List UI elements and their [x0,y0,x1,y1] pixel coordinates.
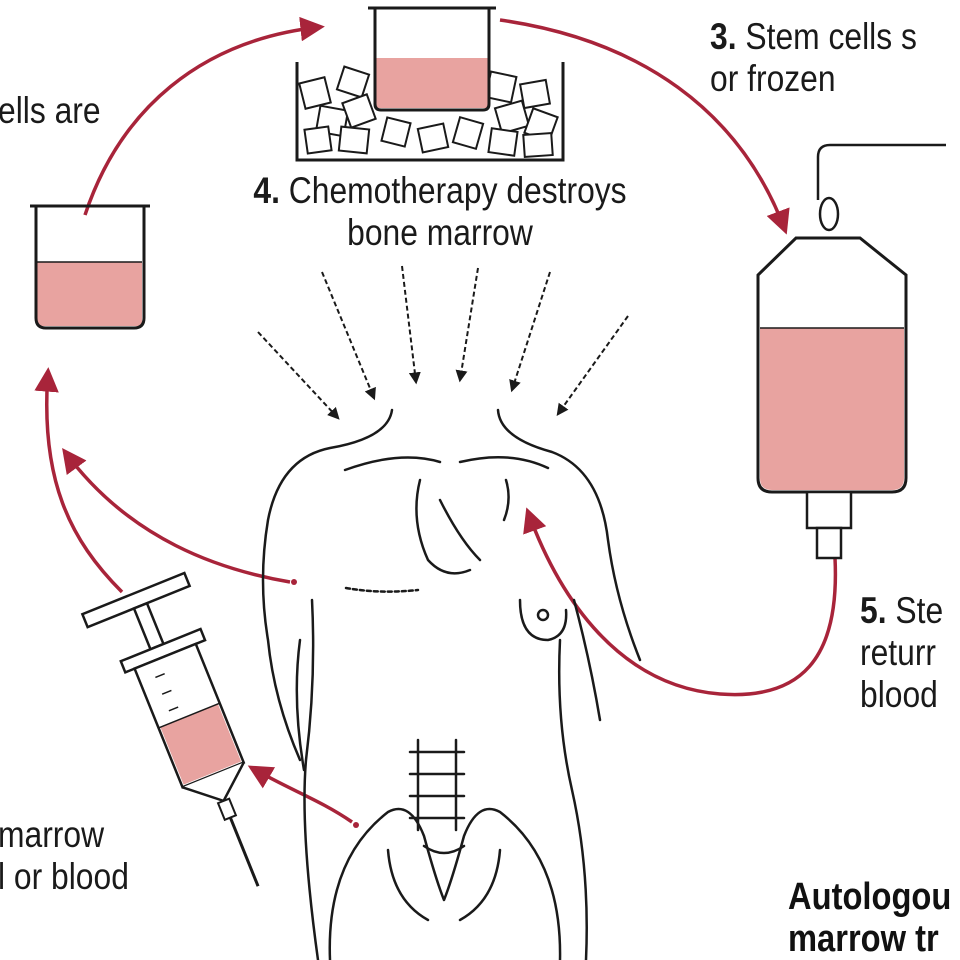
chemo-ray-arrow-icon [257,331,340,420]
step4-label: 4. Chemotherapy destroys bone marrow [191,170,690,254]
step1-label: marrow l or blood [0,814,129,898]
arrow-up-to-beaker [34,367,124,594]
step5-line1: Ste [895,590,944,631]
step5-line2: returr [860,632,937,673]
chemo-ray-arrow-icon [556,315,629,416]
step2-label: ells are [0,90,101,132]
step4-line1: Chemotherapy destroys [288,170,627,211]
ice-bath-icon [295,6,565,162]
step5-line3: blood [860,674,938,715]
arrow-hip-to-syringe [247,765,353,824]
iv-bag-icon [756,143,946,560]
step4-line2: bone marrow [347,212,533,253]
step4-number: 4. [253,170,280,211]
step3-number: 3. [710,16,737,57]
beaker-icon [30,204,150,330]
caption-line1: Autologou [788,876,952,918]
chemo-ray-arrows [257,265,629,420]
chemo-ray-arrow-icon [321,271,376,401]
figure-caption: Autologou marrow tr [788,876,951,960]
chemo-ray-arrow-icon [401,265,421,385]
step3-line1: Stem cells s [745,16,917,57]
step5-label: 5. Ste returr blood [860,590,943,716]
step5-number: 5. [860,590,887,631]
body-outline-icon [261,408,642,960]
arrow-ice-to-bag [499,18,790,235]
chemo-ray-arrow-icon [455,267,479,383]
arrow-chest-to-left [62,448,291,584]
step2-line1: ells are [0,90,101,131]
arrow-bag-to-chest [523,507,838,697]
step1-line1: marrow [0,814,105,855]
step3-label: 3. Stem cells s or frozen [710,16,917,100]
arrow-beaker-to-ice [83,16,325,216]
step1-line2: l or blood [0,856,129,897]
entry-dot-hip [353,822,359,828]
entry-dot-chest [291,579,297,585]
step3-line2: or frozen [710,58,836,99]
caption-line2: marrow tr [788,918,939,960]
syringe-icon [80,571,260,887]
chemo-ray-arrow-icon [509,271,551,393]
